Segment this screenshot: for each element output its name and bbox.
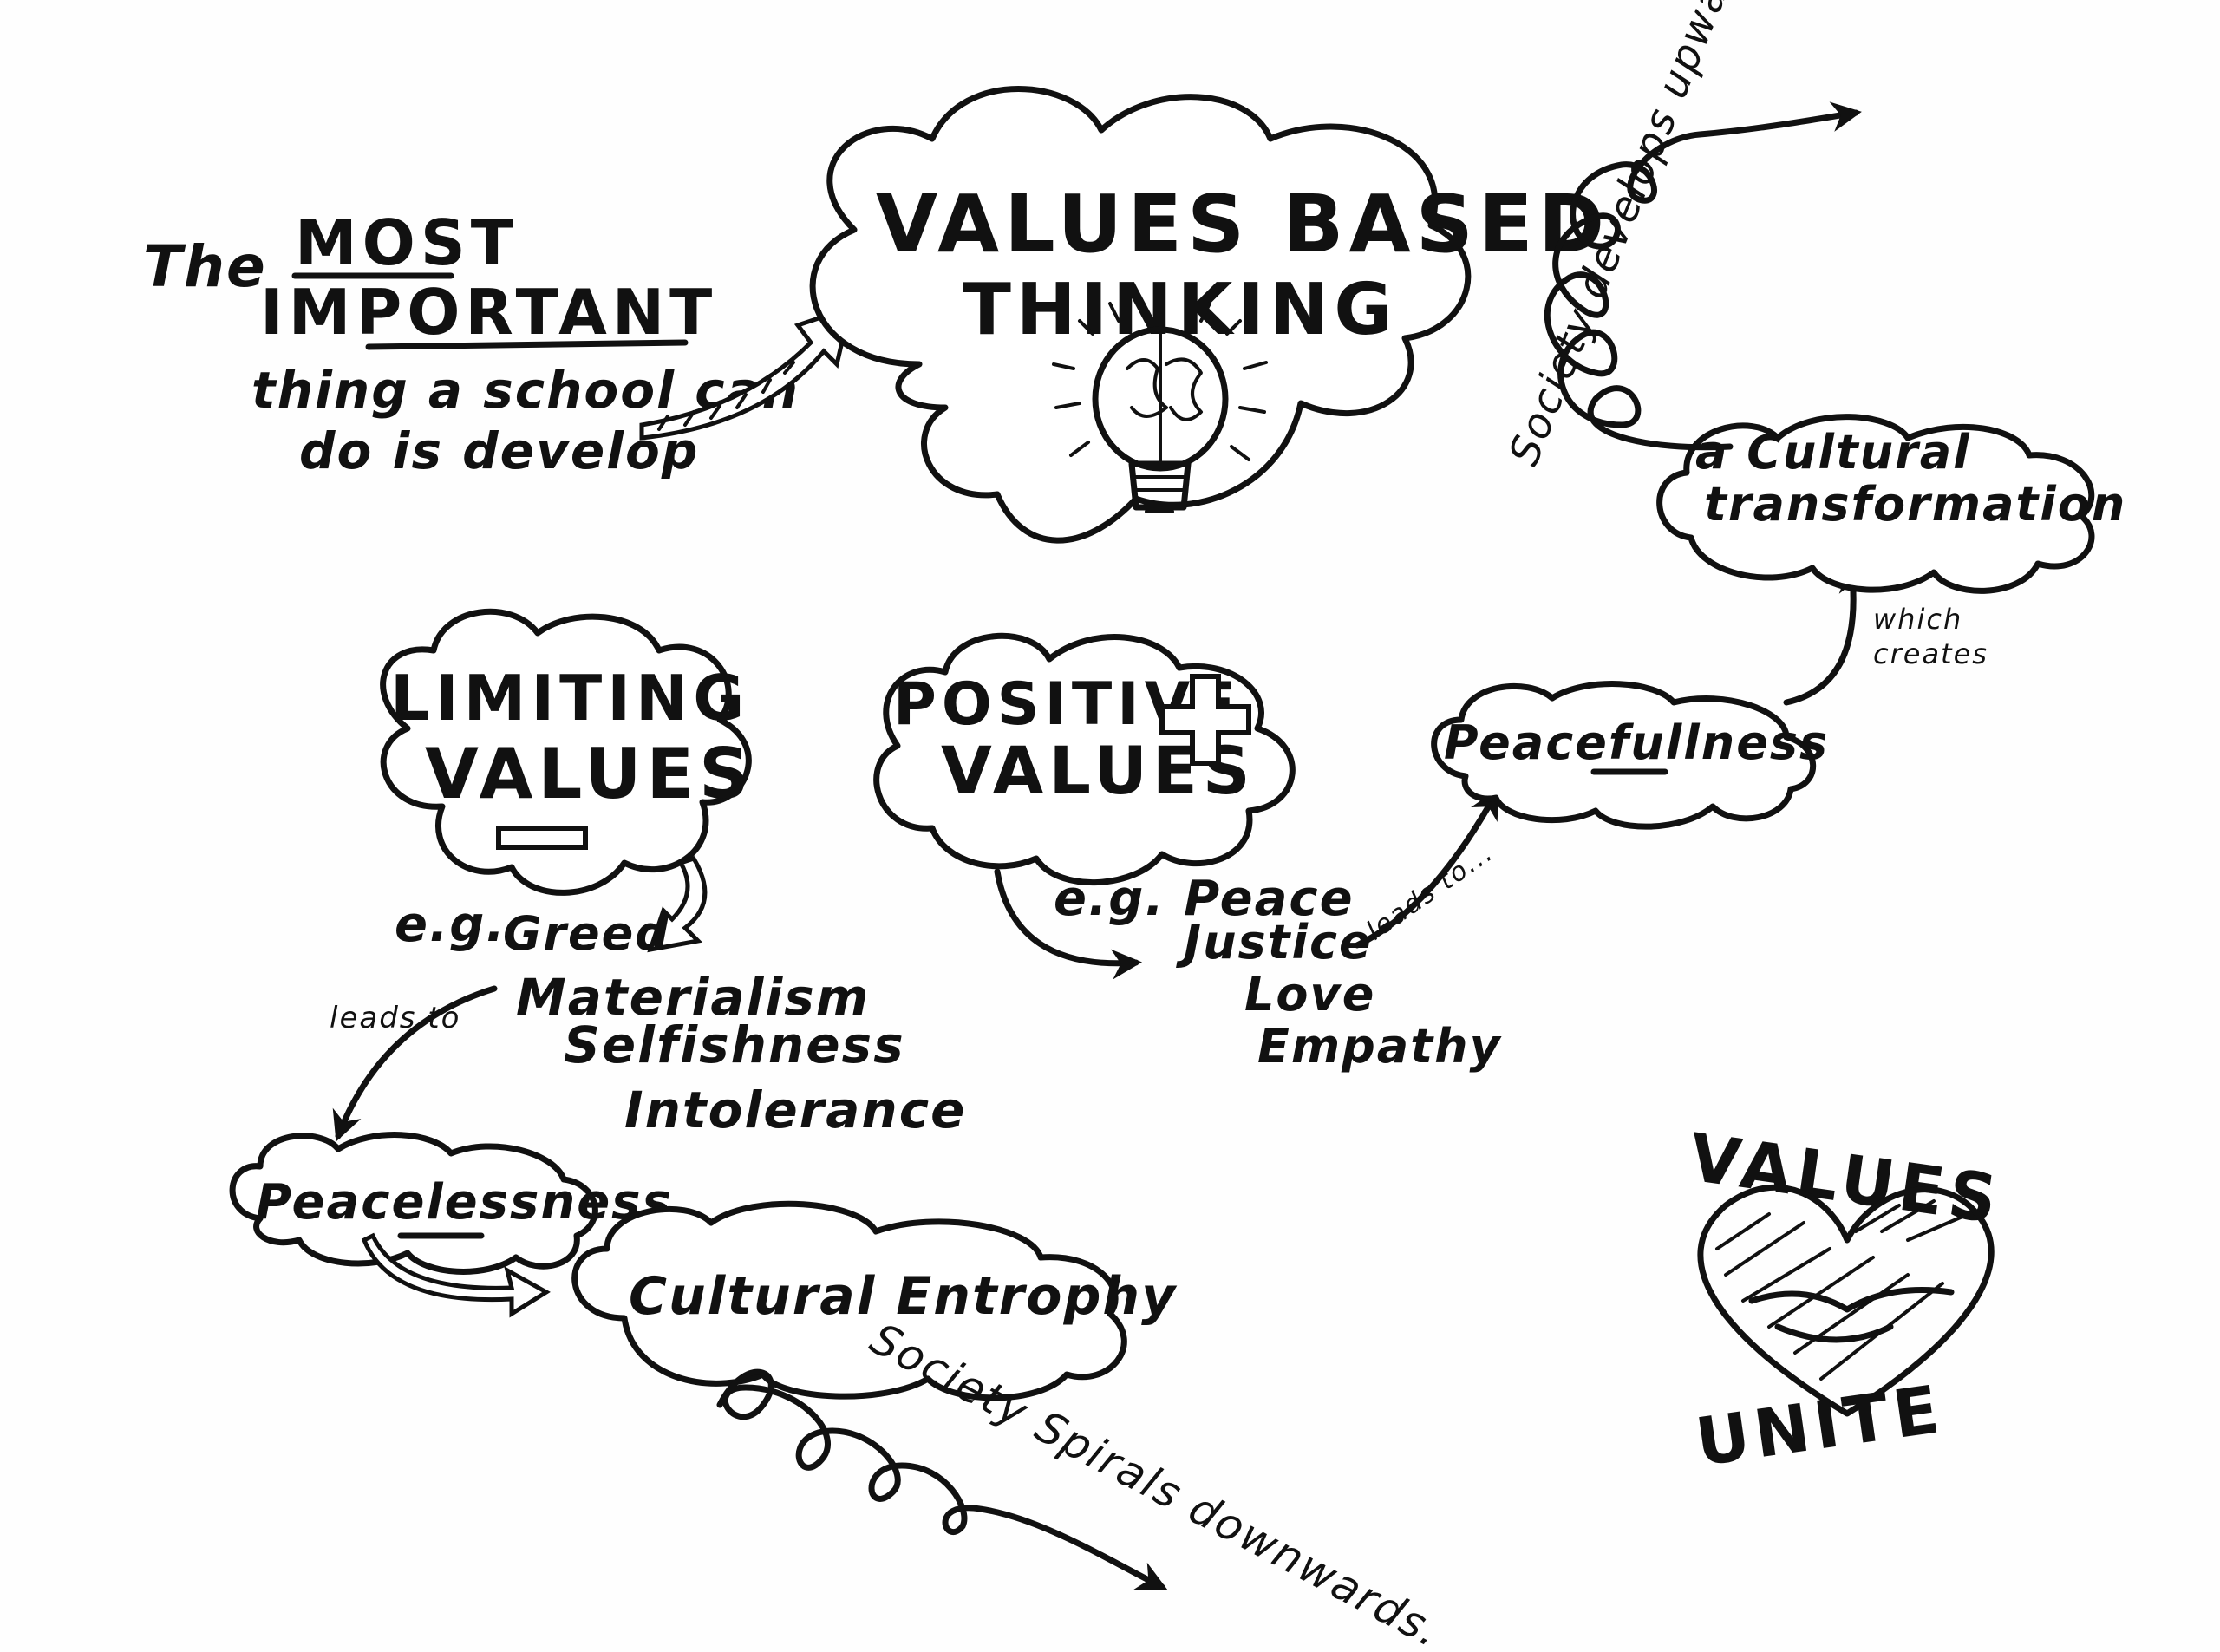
intro-important: IMPORTANT bbox=[260, 276, 717, 349]
positive-values-cloud bbox=[873, 632, 1296, 885]
intro-important-underline bbox=[365, 339, 689, 350]
logo-top-text: VALUES bbox=[1684, 1119, 2006, 1239]
minus-icon bbox=[496, 826, 588, 850]
leads-to-arrow-left bbox=[332, 985, 498, 1142]
limiting-eg: e.g. bbox=[395, 897, 506, 953]
positive-example-2: Love bbox=[1244, 967, 1375, 1022]
limiting-values-cloud bbox=[380, 608, 752, 896]
central-title-line1: VALUES BASED bbox=[876, 178, 1610, 271]
positive-examples-arrow bbox=[994, 868, 1142, 980]
heart-handshake-icon bbox=[1697, 1184, 1995, 1417]
leads-to-arrow-right bbox=[1354, 787, 1499, 949]
intro-most: MOST bbox=[295, 206, 519, 279]
logo-bottom-text: UNITE bbox=[1691, 1370, 1949, 1481]
peacelessness-cloud bbox=[229, 1132, 598, 1275]
brain-lightbulb-icon bbox=[1052, 293, 1268, 513]
intro-text: The MOST IMPORTANT thing a school can do… bbox=[143, 206, 798, 480]
peacefullness-text: Peacefullness bbox=[1444, 715, 1829, 770]
plus-icon bbox=[1159, 674, 1251, 766]
limiting-example-1: Greed bbox=[503, 906, 670, 961]
limiting-leads-to: leads to bbox=[330, 1001, 460, 1035]
positive-example-1: Justice bbox=[1176, 915, 1373, 970]
downward-spiral-note: Society Spirals downwards. bbox=[862, 1313, 1450, 1652]
intro-arrow-hatching bbox=[657, 361, 795, 431]
transformation-line1: a Cultural bbox=[1695, 425, 1971, 480]
upward-spiral-arrow bbox=[1544, 101, 1862, 451]
limiting-example-3: Selfishness bbox=[564, 1015, 905, 1074]
downward-spiral-arrow bbox=[716, 1368, 1168, 1590]
cultural-entrophy-text: Cultural Entrophy bbox=[629, 1266, 1178, 1327]
peacefullness-cloud bbox=[1431, 681, 1817, 830]
transformation-line2: transformation bbox=[1704, 477, 2126, 532]
peacelessness-arrow bbox=[361, 1232, 551, 1318]
positive-eg: e.g. Peace bbox=[1054, 871, 1355, 927]
limiting-example-4: Intolerance bbox=[624, 1081, 966, 1139]
which-creates-line2: creates bbox=[1873, 637, 1988, 670]
limiting-line2: VALUES bbox=[425, 734, 754, 814]
which-creates-line1: which bbox=[1873, 603, 1962, 636]
intro-line4: do is develop bbox=[299, 421, 699, 480]
limiting-example-2: Materialism bbox=[516, 968, 870, 1027]
values-unite-logo: VALUES UNITE bbox=[1684, 1119, 2006, 1481]
transformation-cloud bbox=[1656, 414, 2095, 594]
peacelessness-text: Peacelessness bbox=[256, 1174, 673, 1231]
cultural-entrophy-cloud bbox=[571, 1200, 1127, 1401]
intro-the: The bbox=[143, 233, 267, 300]
which-creates-arrow bbox=[1783, 562, 1870, 706]
positive-example-3: Empathy bbox=[1257, 1019, 1503, 1074]
limiting-line1: LIMITING bbox=[390, 662, 749, 735]
limiting-arrow bbox=[647, 855, 708, 953]
central-title-line2: THINKING bbox=[963, 269, 1398, 351]
central-cloud bbox=[809, 86, 1472, 544]
